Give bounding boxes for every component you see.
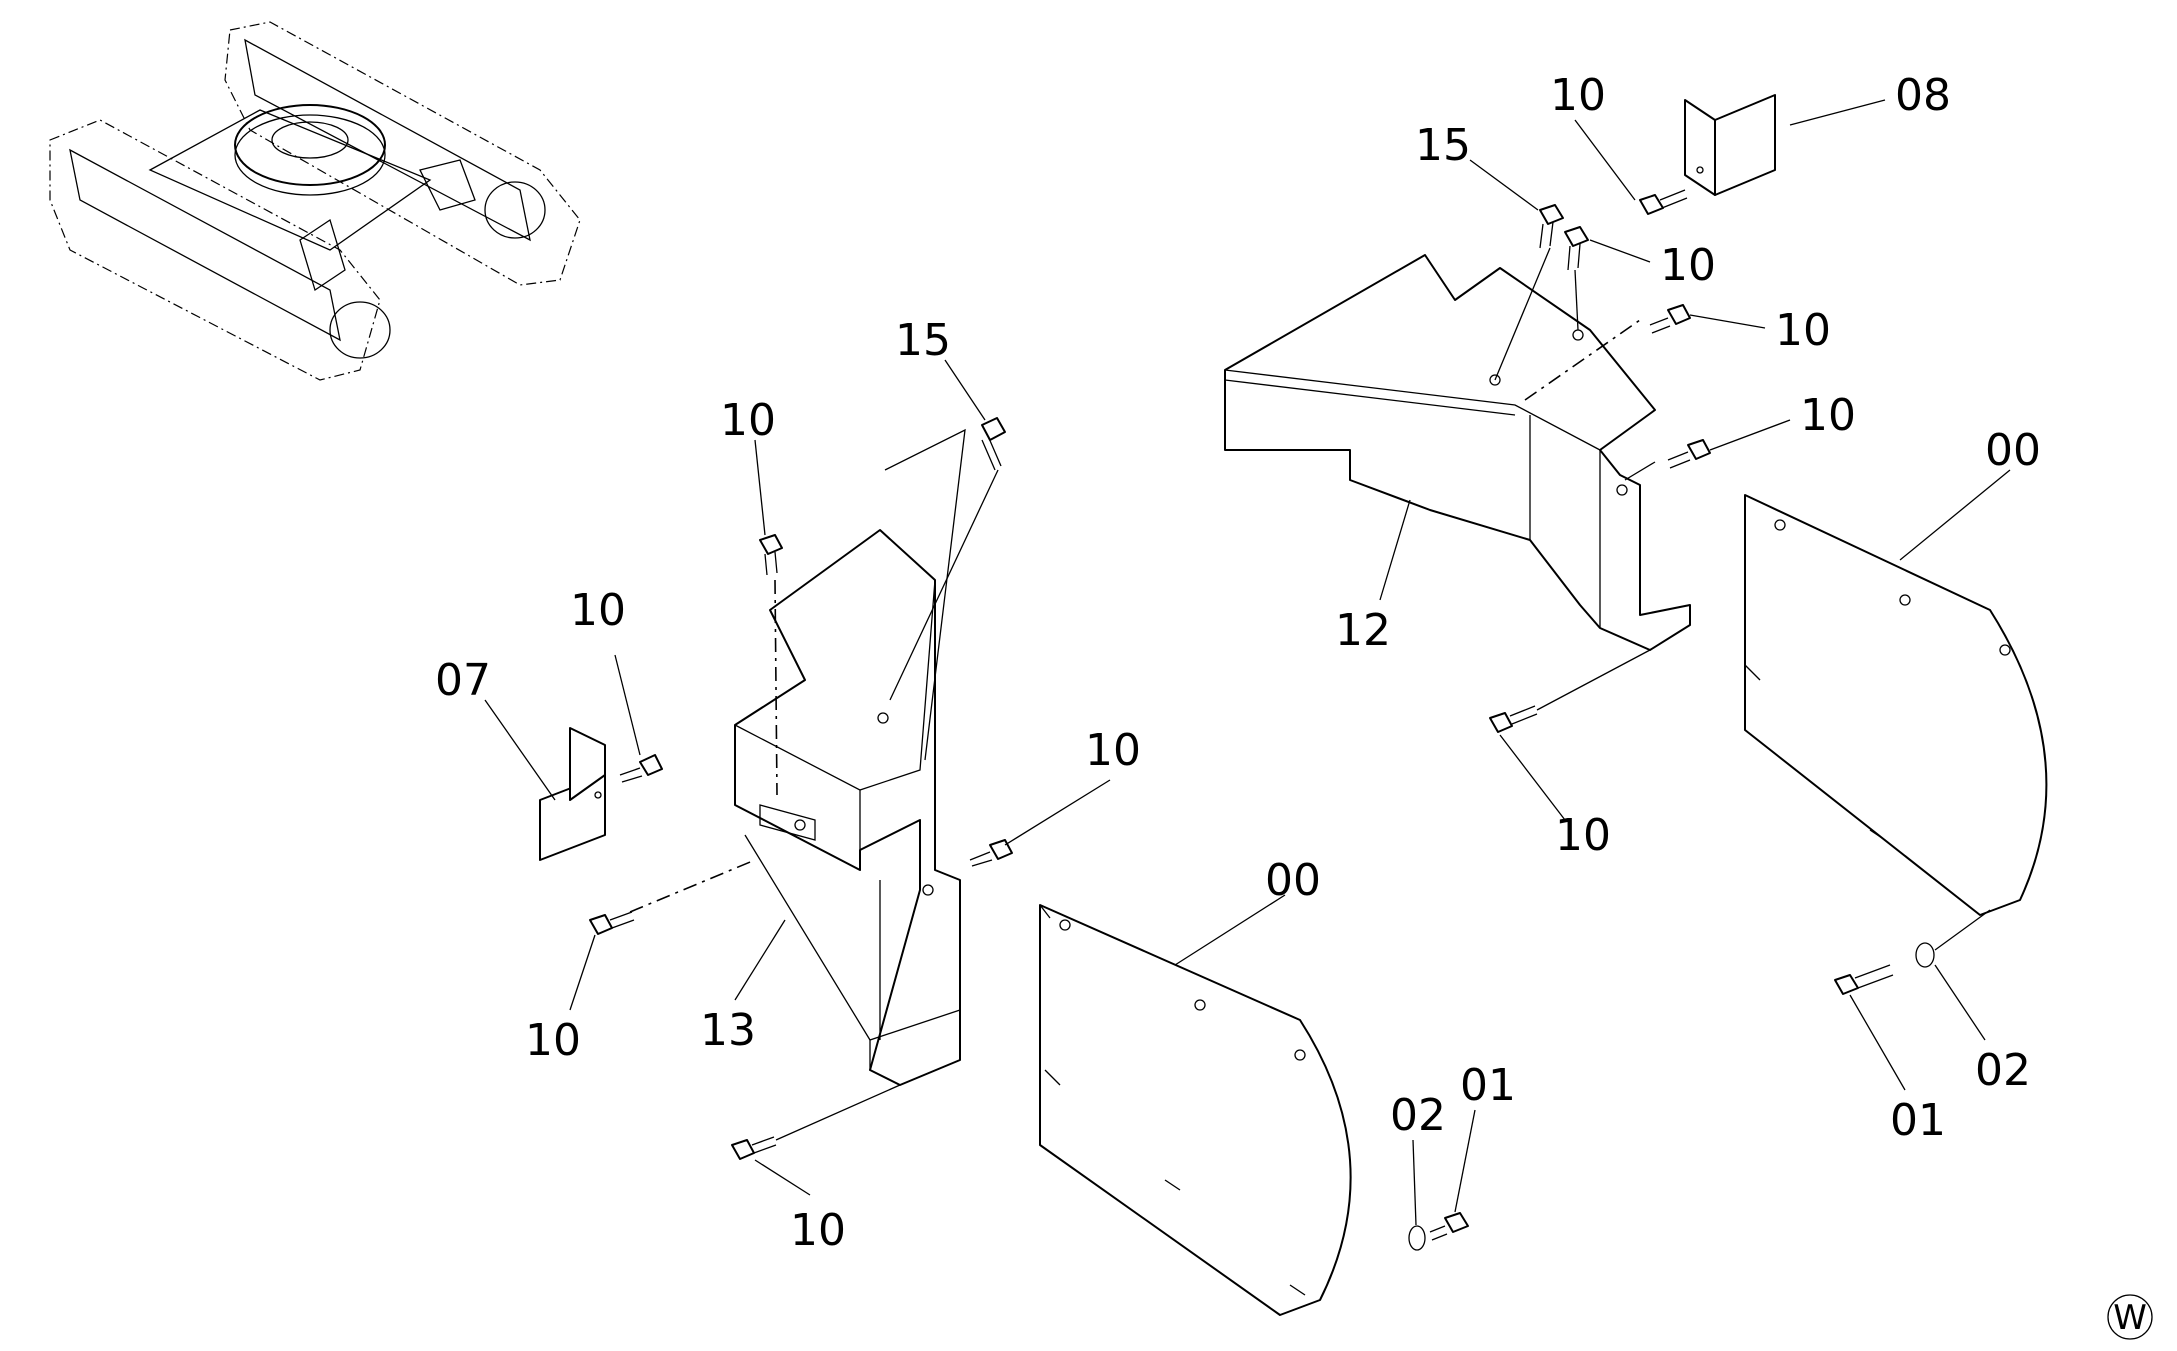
- assembly-line-left-2: [629, 859, 756, 913]
- bolt-01-right: [1834, 964, 1894, 995]
- plate-07: [539, 727, 606, 861]
- assembly-line-right-5: [1536, 649, 1651, 711]
- bolt-01-left: [1429, 1212, 1469, 1241]
- callout-15-right: 15: [1415, 120, 1471, 171]
- assembly-line-left-1: [774, 579, 778, 796]
- callout-02-left: 02: [1390, 1090, 1446, 1141]
- bolt-15-right: [1539, 204, 1564, 249]
- bracket-13: [734, 428, 966, 1086]
- assembly-line-right-6: [1934, 909, 1991, 951]
- callout-08: 08: [1895, 70, 1951, 121]
- leader-lines: [484, 99, 2011, 1226]
- assembly-line-left-3: [889, 469, 999, 701]
- washer-02-left: [1408, 1225, 1426, 1251]
- callout-15-left: 15: [895, 315, 951, 366]
- callout-10-top-right-a: 10: [1550, 70, 1606, 121]
- callout-01-left: 01: [1460, 1060, 1516, 1111]
- callout-07: 07: [435, 655, 491, 706]
- assembly-line-right-3: [1574, 269, 1579, 331]
- callout-02-right: 02: [1975, 1045, 2031, 1096]
- bolt-10-top-right-c: [1649, 304, 1691, 334]
- bolt-10-top-left: [759, 534, 783, 576]
- callout-10-left-bracket: 10: [570, 585, 626, 636]
- callout-10-mid-right: 10: [1085, 725, 1141, 776]
- undercarriage-overview: [49, 21, 581, 381]
- watermark-symbol: W: [2107, 1294, 2153, 1340]
- bolt-10-left-bracket: [619, 754, 663, 783]
- callout-00-left: 00: [1265, 855, 1321, 906]
- plate-08: [1684, 94, 1776, 196]
- bolt-10-bottom-left-b: [731, 1136, 777, 1160]
- assembly-line-right-1: [1524, 319, 1641, 401]
- cover-00-right: [1744, 494, 2048, 916]
- bolt-10-top-right-d: [1667, 439, 1711, 469]
- cover-00-left: [1039, 904, 1352, 1316]
- callout-10-top-right-d: 10: [1800, 390, 1856, 441]
- assembly-line-right-4: [1624, 461, 1656, 481]
- assembly-line-right-2: [1494, 247, 1551, 381]
- callout-10-top-right-b: 10: [1660, 240, 1716, 291]
- callout-10-bottom-left-b: 10: [790, 1205, 846, 1256]
- callout-13: 13: [700, 1005, 756, 1056]
- callout-01-right: 01: [1890, 1095, 1946, 1146]
- bolt-15-left: [981, 417, 1006, 471]
- callout-10-top-right-c: 10: [1775, 305, 1831, 356]
- callout-00-right: 00: [1985, 425, 2041, 476]
- callout-10-top-left: 10: [720, 395, 776, 446]
- bolt-10-right-bottom: [1489, 705, 1538, 733]
- callout-10-right-bottom: 10: [1555, 810, 1611, 861]
- bolt-10-top-right-b: [1564, 226, 1589, 271]
- watermark-letter: W: [2113, 1298, 2147, 1338]
- bolt-10-top-right-a: [1639, 189, 1688, 215]
- assembly-line-left-4: [775, 1084, 901, 1141]
- bracket-12: [1224, 254, 1691, 651]
- callout-12: 12: [1335, 605, 1391, 656]
- callout-10-bottom-left-a: 10: [525, 1015, 581, 1066]
- washer-02-right: [1915, 942, 1935, 968]
- bolt-10-bottom-left-a: [589, 911, 635, 935]
